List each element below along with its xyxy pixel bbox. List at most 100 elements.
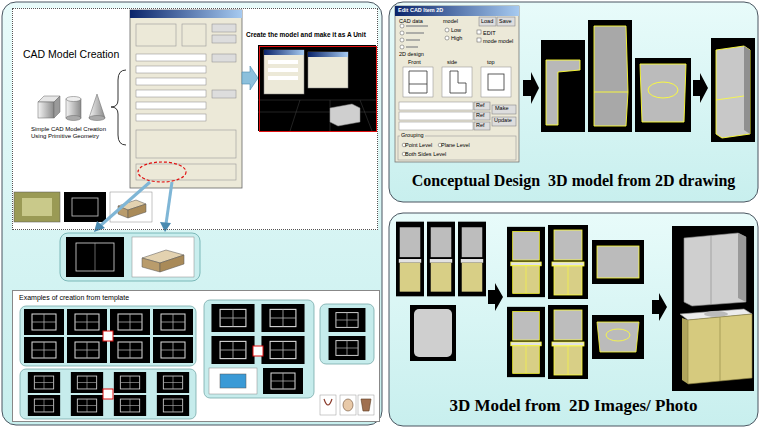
illustration-rect [395, 6, 519, 162]
conceptual-design-panel: Conceptual Design 3D model from 2D drawi… [389, 2, 758, 202]
dialog-label: High [451, 35, 462, 41]
illustration-path [597, 322, 639, 352]
illustration-use [67, 337, 107, 363]
illustration-rect [308, 52, 348, 57]
illustration-rect [258, 45, 376, 131]
illustration-rect [264, 50, 304, 55]
illustration-ellipse [343, 399, 353, 411]
illustration-use [71, 395, 103, 416]
illustration-use [211, 336, 254, 364]
dialog-window: Edit CAD Item 2DCAD datamodelLoadSaveLow… [395, 6, 519, 162]
illustration-rect [204, 300, 314, 398]
illustration-rect [403, 67, 433, 97]
illustration-use [110, 337, 150, 363]
illustration-rect [320, 395, 336, 415]
dialog-label: Make [495, 105, 508, 111]
illustration-rect [492, 117, 516, 126]
illustration-rect [635, 58, 691, 132]
illustration-ellipse [606, 329, 630, 341]
dialog-label: Point Level [405, 142, 432, 148]
illustration-use [153, 309, 193, 335]
illustration-line [720, 317, 721, 381]
illustration-rect [592, 315, 644, 359]
dialog-label: side [447, 59, 457, 65]
illustration-rect [474, 102, 490, 110]
illustration-rect [130, 10, 242, 18]
illustration-circle [400, 38, 404, 42]
illustration-line [406, 32, 424, 34]
illustration-use [548, 305, 588, 379]
illustration-rect [492, 105, 516, 114]
primitive-caption: Simple CAD Model Creation Using Primitiv… [31, 126, 109, 140]
illustration-rect [320, 304, 374, 364]
illustration-rect [474, 112, 490, 120]
illustration-rect [497, 17, 515, 26]
dialog-label: Grouping [400, 132, 425, 138]
illustration-rect [20, 306, 196, 366]
illustration-rect [398, 136, 516, 160]
illustration-line [594, 92, 628, 93]
illustration-use [157, 372, 189, 393]
illustration-rect [477, 38, 481, 42]
illustration-rect [212, 90, 236, 98]
illustration-polygon [738, 233, 746, 302]
illustration-use [329, 308, 366, 332]
illustration-line [711, 236, 712, 304]
illustration-polygon [716, 46, 750, 138]
illustration-polygon [688, 314, 752, 384]
illustration-rect [76, 243, 114, 271]
template-examples-box: Examples of creation from template [12, 290, 380, 422]
dialog-label: 2D design [399, 51, 424, 57]
illustration-rect [72, 198, 98, 216]
illustration-rect [212, 24, 236, 32]
dialog-label: model [443, 18, 458, 24]
illustration-polygon [488, 283, 503, 311]
panel-caption: 3D Model from 2D Images/ Photo [393, 396, 754, 416]
illustration-rect [103, 331, 113, 341]
illustration-rect [358, 395, 374, 415]
illustration-polygon [160, 255, 184, 272]
illustration-path [594, 26, 628, 126]
illustration-rect [136, 78, 206, 85]
illustration-polygon [89, 94, 105, 118]
unit-screenshot: Create the model and make it as A Unit [259, 46, 377, 132]
illustration-rect [14, 192, 60, 222]
illustration-rect [220, 374, 246, 388]
illustration-use [114, 372, 146, 393]
illustration-circle [400, 45, 404, 49]
illustration-rect [410, 305, 456, 361]
illustration-path [361, 399, 371, 411]
illustration-polygon [160, 222, 171, 232]
illustration-rect [268, 76, 298, 80]
illustration-rect [399, 102, 473, 110]
illustration-rect [340, 395, 356, 415]
section-title: Examples of creation from template [19, 294, 129, 302]
illustration-rect [103, 389, 113, 399]
illustration-polygon [523, 72, 539, 104]
illustration-path [324, 399, 332, 405]
illustration-line [406, 46, 418, 48]
illustration-rect [414, 309, 452, 357]
screenshot-heading: Create the model and make it as A Unit [246, 31, 380, 38]
illustration-rect [136, 90, 206, 97]
illustration-circle [445, 36, 449, 40]
illustration-path [100, 182, 150, 226]
illustration-rect [399, 112, 473, 120]
illustration-path [409, 71, 427, 93]
dialog-label: Low [451, 27, 461, 33]
illustration-line [406, 25, 428, 27]
illustration-rect [110, 192, 152, 222]
illustration-path [640, 64, 686, 122]
illustration-use [261, 336, 304, 364]
illustration-rect [136, 102, 206, 109]
illustration-ellipse [138, 162, 186, 182]
illustration-path [166, 182, 172, 224]
illustration-rect [12, 290, 380, 422]
illustration-rect [389, 2, 758, 202]
illustration-polygon [94, 221, 105, 232]
illustration-use [67, 309, 107, 335]
photo-model-panel: 3D Model from 2D Images/ Photo [389, 213, 758, 426]
illustration-g [400, 24, 449, 49]
illustration-rect [477, 30, 481, 34]
